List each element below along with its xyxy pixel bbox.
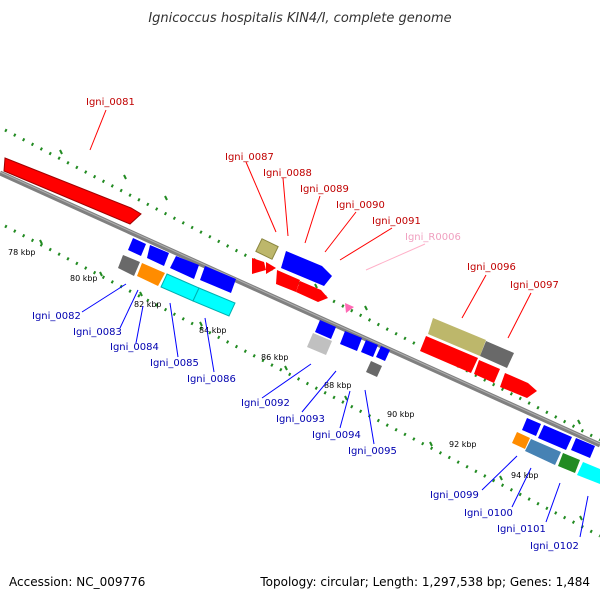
scale-label: 92 kbp (449, 440, 477, 449)
accession-text: Accession: NC_009776 (9, 575, 145, 589)
gene-label[interactable]: Igni_0088 (263, 168, 312, 179)
gene-igni-0087[interactable] (255, 238, 279, 260)
gene-label[interactable]: Igni_0094 (312, 430, 361, 441)
gene-igni-0098b[interactable] (474, 360, 500, 383)
gene-igni-0084c[interactable] (170, 256, 199, 279)
gene-igni-0099[interactable] (512, 432, 530, 449)
scale-label: 90 kbp (387, 410, 415, 419)
gene-igni-0083[interactable] (137, 263, 165, 286)
gene-label[interactable]: Igni_0100 (464, 508, 513, 519)
gene-igni-0093a[interactable] (315, 320, 336, 339)
reverse-genes (118, 238, 600, 484)
gene-igni-0094b[interactable] (376, 346, 390, 361)
genome-backbone (0, 170, 600, 448)
gene-igni-0102[interactable] (577, 462, 600, 484)
gene-igni-0088b[interactable] (266, 262, 276, 274)
gene-igni-0100-upper3[interactable] (571, 438, 595, 458)
gene-label[interactable]: Igni_0089 (300, 184, 349, 195)
gene-igni-r0006[interactable] (345, 303, 354, 313)
gene-igni-0094[interactable] (361, 340, 378, 357)
gene-igni-0100[interactable] (525, 439, 561, 465)
gene-label[interactable]: Igni_0092 (241, 398, 290, 409)
gene-label[interactable]: Igni_0099 (430, 490, 479, 501)
gene-igni-0097[interactable] (480, 341, 514, 368)
gene-igni-0101[interactable] (558, 453, 580, 473)
forward-gene-labels: Igni_0081 Igni_0087 Igni_0088 Igni_0089 … (86, 97, 559, 291)
reverse-gene-labels: Igni_0082 Igni_0083 Igni_0084 Igni_0085 … (32, 311, 579, 552)
gene-label[interactable]: Igni_0102 (530, 541, 579, 552)
scale-label: 86 kbp (261, 353, 289, 362)
gene-igni-0092[interactable] (307, 333, 332, 355)
gene-igni-0100-upper2[interactable] (538, 425, 572, 450)
gene-label[interactable]: Igni_0086 (187, 374, 236, 385)
forward-genes (3, 157, 537, 398)
gene-igni-0086[interactable] (192, 287, 236, 317)
gene-label[interactable]: Igni_0101 (497, 524, 546, 535)
scale-label: 80 kbp (70, 274, 98, 283)
gene-igni-0089[interactable] (276, 270, 300, 292)
gene-label[interactable]: Igni_R0006 (405, 232, 461, 243)
gene-igni-0088[interactable] (252, 258, 266, 274)
gene-igni-0100-upper[interactable] (522, 418, 541, 436)
gene-label[interactable]: Igni_0085 (150, 358, 199, 369)
gene-igni-0081[interactable] (3, 157, 142, 225)
gene-igni-0084b[interactable] (147, 245, 169, 266)
gene-label[interactable]: Igni_0084 (110, 342, 159, 353)
genome-summary-text: Topology: circular; Length: 1,297,538 bp… (259, 575, 590, 589)
forward-track-dots (4, 128, 600, 442)
genome-backbone-highlight (0, 171, 600, 445)
gene-igni-0098c[interactable] (500, 373, 537, 398)
gene-label[interactable]: Igni_0096 (467, 262, 516, 273)
scale-labels: 78 kbp 80 kbp 82 kbp 84 kbp 86 kbp 88 kb… (8, 248, 539, 480)
gene-label[interactable]: Igni_0093 (276, 414, 325, 425)
map-title: Ignicoccus hospitalis KIN4/I, complete g… (148, 11, 451, 26)
gene-label[interactable]: Igni_0097 (510, 280, 559, 291)
gene-igni-0095[interactable] (366, 361, 382, 377)
gene-label[interactable]: Igni_0095 (348, 446, 397, 457)
scale-label: 82 kbp (134, 300, 162, 309)
gene-igni-0096[interactable] (428, 318, 486, 356)
rna-leader (365, 243, 426, 271)
gene-igni-0090[interactable] (296, 281, 328, 302)
gene-label[interactable]: Igni_0081 (86, 97, 135, 108)
scale-label: 78 kbp (8, 248, 36, 257)
gene-igni-0093b[interactable] (340, 331, 362, 351)
gene-label[interactable]: Igni_0091 (372, 216, 421, 227)
gene-label[interactable]: Igni_0083 (73, 327, 122, 338)
forward-leaders (89, 109, 532, 339)
scale-label: 88 kbp (324, 381, 352, 390)
reverse-leaders (81, 283, 589, 538)
gene-label[interactable]: Igni_0090 (336, 200, 385, 211)
gene-igni-0082[interactable] (118, 255, 140, 276)
gene-label[interactable]: Igni_0082 (32, 311, 81, 322)
reverse-track-dots (4, 224, 600, 538)
scale-label: 94 kbp (511, 471, 539, 480)
gene-igni-0098[interactable] (420, 336, 478, 373)
gene-igni-0091[interactable] (281, 251, 332, 286)
gene-igni-0084a[interactable] (128, 238, 146, 256)
gene-igni-0084d[interactable] (200, 266, 236, 293)
gene-label[interactable]: Igni_0087 (225, 152, 274, 163)
major-ticks (39, 149, 583, 521)
scale-label: 84 kbp (199, 326, 227, 335)
